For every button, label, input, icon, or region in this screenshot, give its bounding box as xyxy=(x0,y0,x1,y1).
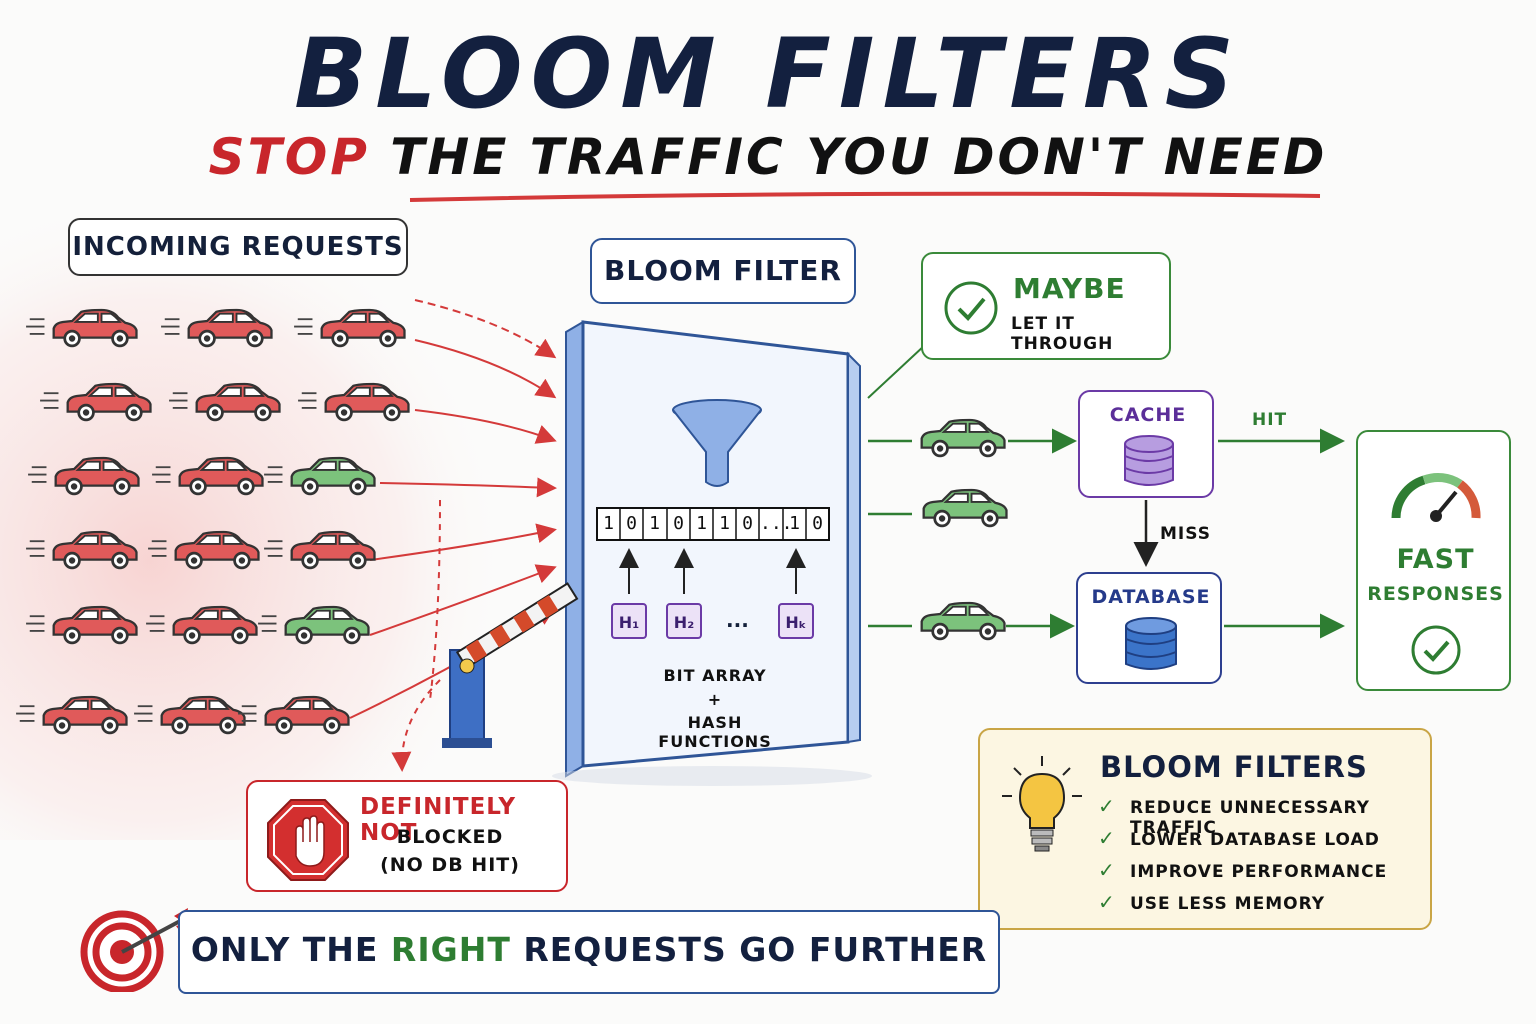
blocked-car-icon xyxy=(26,308,138,348)
definitely-not-box: DEFINITELY NOT BLOCKED (NO DB HIT) xyxy=(246,780,568,892)
blocked-car-icon xyxy=(152,456,264,496)
footer-banner: ONLY THE RIGHT REQUESTS GO FURTHER xyxy=(178,910,1000,994)
check-circle-icon xyxy=(944,281,998,335)
target-icon xyxy=(80,908,190,992)
summary-item: REDUCE UNNECESSARY TRAFFIC xyxy=(1130,798,1370,838)
bit-cell: 1 xyxy=(603,513,614,534)
blocked-car-icon xyxy=(161,308,273,348)
filter-caption-plus: + xyxy=(707,690,723,709)
title-underline xyxy=(409,191,1321,202)
summary-item: LOWER DATABASE LOAD xyxy=(1130,830,1380,850)
funnel-icon xyxy=(672,399,762,487)
page-subtitle: STOP THE TRAFFIC YOU DON'T NEED xyxy=(0,128,1536,186)
blocked-car-icon xyxy=(238,695,350,735)
hash-ellipsis: ... xyxy=(726,608,749,632)
subtitle-rest: THE TRAFFIC YOU DON'T NEED xyxy=(369,128,1328,186)
bit-cell: ... xyxy=(760,513,793,534)
bit-cell: 1 xyxy=(696,513,707,534)
blocked-car-icon xyxy=(298,382,410,422)
database-icon xyxy=(1124,435,1174,486)
speedometer-icon xyxy=(1391,472,1481,522)
cache-label: CACHE xyxy=(1109,404,1187,426)
cache-box: CACHE xyxy=(1078,390,1214,498)
summary-item: IMPROVE PERFORMANCE xyxy=(1130,862,1388,882)
hit-label: HIT xyxy=(1252,410,1288,430)
allowed-car-icon xyxy=(920,601,1006,641)
database-icon xyxy=(1125,617,1177,670)
page-title: BLOOM FILTERS xyxy=(294,18,1242,130)
bit-cell: 1 xyxy=(719,513,730,534)
check-icon: ✓ xyxy=(1098,890,1115,914)
blocked-car-icon xyxy=(16,695,128,735)
hash-function-1: H₁ xyxy=(611,603,647,639)
subtitle-stop: STOP xyxy=(208,128,370,186)
bit-cell: 1 xyxy=(649,513,660,534)
database-box: DATABASE xyxy=(1076,572,1222,684)
check-icon: ✓ xyxy=(1098,858,1115,882)
filter-caption-bit-array: BIT ARRAY xyxy=(663,666,767,685)
footer-highlight: RIGHT xyxy=(390,930,511,969)
blocked-car-icon xyxy=(40,382,152,422)
database-label: DATABASE xyxy=(1091,586,1211,608)
blocked-car-icon xyxy=(26,530,138,570)
filter-panel xyxy=(552,320,872,786)
stop-hand-icon xyxy=(267,799,349,881)
definitely-not-title: DEFINITELY NOT xyxy=(360,794,517,846)
maybe-subtitle: LET IT THROUGH xyxy=(1011,314,1114,354)
footer-text: ONLY THE RIGHT REQUESTS GO FURTHER xyxy=(180,930,998,969)
check-icon: ✓ xyxy=(1098,826,1115,850)
blocked-car-icon xyxy=(134,695,246,735)
bit-cell: 1 xyxy=(789,513,800,534)
incoming-arrows xyxy=(349,299,557,772)
no-db-hit-label: (NO DB HIT) xyxy=(380,854,520,876)
blocked-label: BLOCKED xyxy=(396,826,504,848)
allowed-car-icon xyxy=(922,488,1008,528)
bit-cell: 0 xyxy=(742,513,753,534)
bit-cell: 0 xyxy=(626,513,637,534)
allowed-car-icon xyxy=(264,456,376,496)
fast-responses-box: FAST RESPONSES xyxy=(1356,430,1511,691)
incoming-requests-label: INCOMING REQUESTS xyxy=(68,218,408,276)
bloom-filter-label: BLOOM FILTER xyxy=(590,238,856,304)
blocked-car-icon xyxy=(148,530,260,570)
bit-cell: 0 xyxy=(673,513,684,534)
footer-part1: ONLY THE xyxy=(190,930,391,969)
allowed-car-icon xyxy=(920,418,1006,458)
allowed-car-icon xyxy=(258,605,370,645)
maybe-box: MAYBE LET IT THROUGH xyxy=(921,252,1171,360)
summary-item: USE LESS MEMORY xyxy=(1130,894,1326,914)
check-circle-icon xyxy=(1411,625,1461,675)
hash-function-2: H₂ xyxy=(666,603,702,639)
blocked-car-icon xyxy=(26,605,138,645)
lightbulb-icon xyxy=(1002,756,1082,852)
summary-box: BLOOM FILTERS ✓ REDUCE UNNECESSARY TRAFF… xyxy=(978,728,1432,930)
filter-caption-hash-functions: HASH FUNCTIONS xyxy=(658,713,772,751)
hash-function-k: Hₖ xyxy=(778,603,814,639)
maybe-title: MAYBE xyxy=(1013,272,1126,305)
barrier-gate-icon xyxy=(442,582,579,748)
check-icon: ✓ xyxy=(1098,794,1115,818)
blocked-car-icon xyxy=(169,382,281,422)
footer-part2: REQUESTS GO FURTHER xyxy=(510,930,988,969)
fast-subtitle: RESPONSES xyxy=(1367,583,1504,605)
bit-cell: 0 xyxy=(812,513,823,534)
blocked-car-icon xyxy=(294,308,406,348)
fast-title: FAST xyxy=(1396,544,1475,575)
blocked-car-icon xyxy=(28,456,140,496)
blocked-car-icon xyxy=(146,605,258,645)
blocked-car-icon xyxy=(264,530,376,570)
miss-label: MISS xyxy=(1160,524,1211,544)
summary-title: BLOOM FILTERS xyxy=(1100,750,1368,784)
